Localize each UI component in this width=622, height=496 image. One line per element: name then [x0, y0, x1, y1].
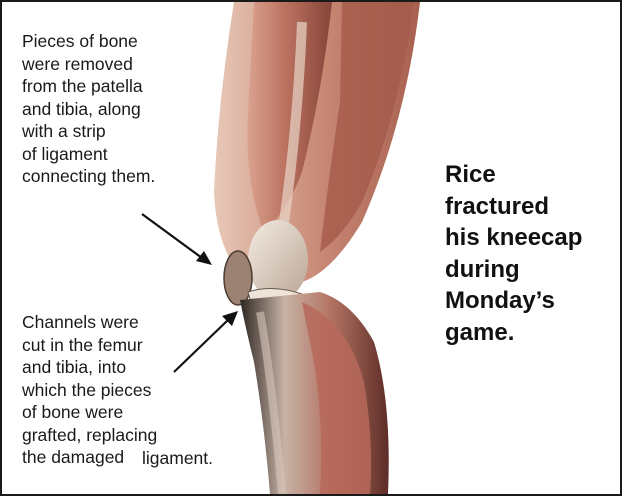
- callout-channels-tail: ligament.: [142, 448, 213, 469]
- callout-channels: Channels were cut in the femur and tibia…: [22, 311, 157, 469]
- callout-removed-bone: Pieces of bone were removed from the pat…: [22, 30, 155, 188]
- arrow-icon: [174, 311, 238, 372]
- headline: Rice fractured his kneecap during Monday…: [445, 159, 582, 348]
- patella-bone: [224, 251, 252, 305]
- arrow-icon: [142, 214, 212, 265]
- femur-condyle: [248, 220, 308, 300]
